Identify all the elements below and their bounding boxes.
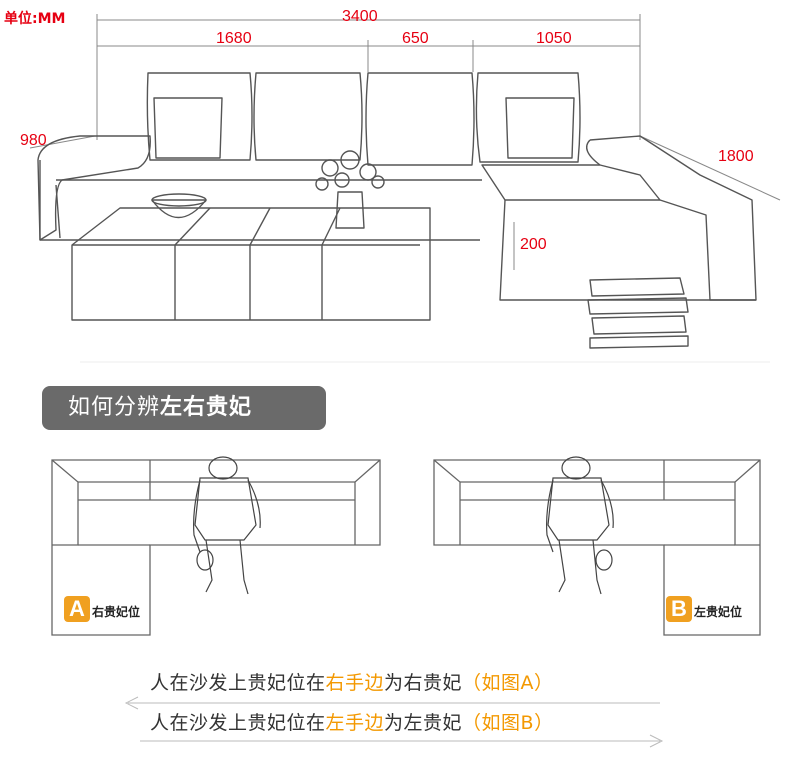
tag-b: B	[666, 596, 692, 622]
rule-a-post: 为右贵妃	[384, 672, 463, 694]
rule-b-highlight: 左手边	[325, 712, 385, 734]
rule-a-paren: （如图A）	[462, 672, 554, 694]
section-banner: 如何分辨左右贵妃	[42, 386, 326, 430]
diagram-b-label: 左贵妃位	[694, 605, 743, 619]
total-width-label: 3400	[342, 8, 378, 25]
rule-b: 人在沙发上贵妃位在左手边为左贵妃（如图B）	[150, 708, 554, 735]
banner-bold: 左右贵妃	[160, 395, 253, 420]
rule-a-highlight: 右手边	[325, 672, 385, 694]
rule-a: 人在沙发上贵妃位在右手边为右贵妃（如图A）	[150, 668, 554, 695]
seat-height-label: 200	[520, 236, 547, 253]
depth-label: 980	[20, 132, 47, 149]
rule-a-pre: 人在沙发上贵妃位在	[150, 672, 326, 694]
rule-b-pre: 人在沙发上贵妃位在	[150, 712, 326, 734]
rule-b-paren: （如图B）	[462, 712, 554, 734]
right-section-label: 1050	[536, 30, 572, 47]
banner-prefix: 如何分辨	[68, 395, 161, 420]
left-section-label: 1680	[216, 30, 252, 47]
tag-a: A	[64, 596, 90, 622]
middle-section-label: 650	[402, 30, 429, 47]
chaise-length-label: 1800	[718, 148, 754, 165]
rule-b-post: 为左贵妃	[384, 712, 463, 734]
diagram-a-label: 右贵妃位	[92, 605, 141, 619]
unit-label: 单位:MM	[4, 11, 66, 27]
